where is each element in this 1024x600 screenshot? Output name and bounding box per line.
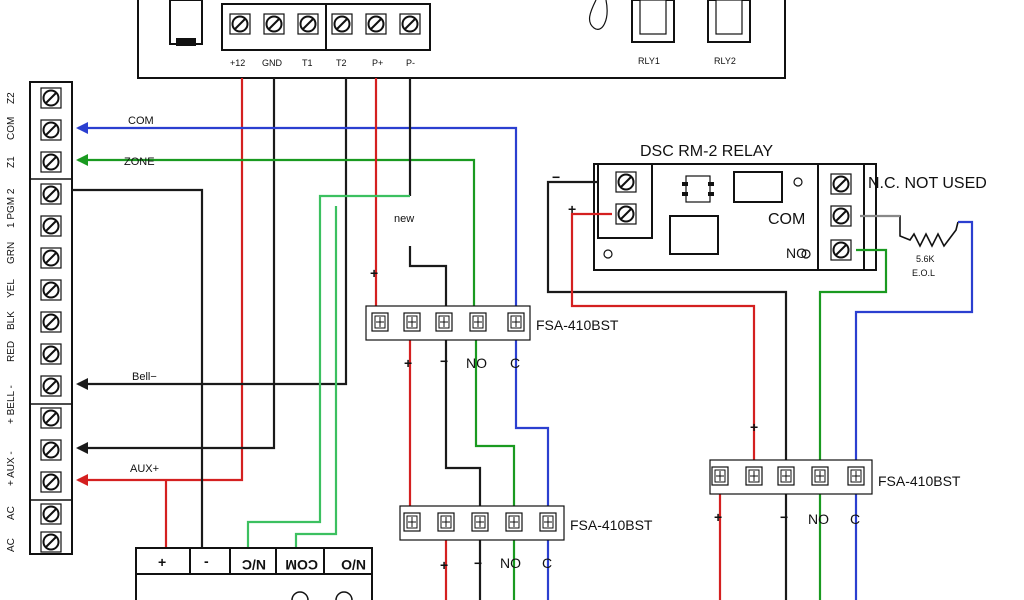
resistor-note: E.O.L xyxy=(912,268,935,278)
wire-label-zone: ZONE xyxy=(124,156,155,168)
terminal-yel-label: YEL xyxy=(6,279,17,298)
wire-label-new: new xyxy=(394,213,414,225)
detector-2-plus: + xyxy=(440,557,448,573)
terminal-label-t2: T2 xyxy=(336,58,347,68)
detector-2-name: FSA-410BST xyxy=(570,517,653,533)
resistor-value: 5.6K xyxy=(916,254,935,264)
wire-label-com: COM xyxy=(128,115,154,127)
bottom-plus-label: + xyxy=(158,554,166,570)
terminal-aux-label: + AUX - xyxy=(6,451,17,486)
terminal-label-t1: T1 xyxy=(302,58,313,68)
terminal-bell-label: + BELL - xyxy=(6,385,17,424)
terminal-label-p-plus: P+ xyxy=(372,58,383,68)
bottom-device: + - N/C COM N/O xyxy=(135,547,373,600)
detector-2: FSA-410BST + − NO C xyxy=(399,505,653,573)
wire-label-bell: Bell− xyxy=(132,371,157,383)
control-panel: +12 GND T1 T2 P+ P- RLY1 RLY2 xyxy=(137,0,786,79)
terminal-ac2-label: AC xyxy=(6,538,17,552)
rm2-nc-label: N.C. NOT USED xyxy=(868,175,987,192)
rm2-relay-module: DSC RM-2 RELAY N.C. NOT USED COM NO − + xyxy=(552,143,987,271)
bottom-com-label: COM xyxy=(285,557,318,573)
rm2-plus-label: + xyxy=(568,201,576,217)
detector-1: FSA-410BST + − NO C xyxy=(365,305,619,371)
bottom-no-label: N/O xyxy=(341,557,366,573)
detector-2-no: NO xyxy=(500,555,521,571)
detector-3-plus: + xyxy=(714,509,722,525)
detector-2-c: C xyxy=(542,555,552,571)
rm2-minus-label: − xyxy=(552,169,560,185)
terminal-z2-label: Z2 xyxy=(6,92,17,104)
eol-resistor: 5.6K E.O.L xyxy=(860,214,959,278)
detector-1-c: C xyxy=(510,355,520,371)
terminal-red-label: RED xyxy=(6,341,17,362)
wires xyxy=(72,78,974,600)
terminal-z1-label: Z1 xyxy=(6,156,17,168)
rm2-no-label: NO xyxy=(786,245,807,261)
terminal-grn-label: GRN xyxy=(6,242,17,264)
relay-2-label: RLY2 xyxy=(714,56,736,66)
terminal-label-p-minus: P- xyxy=(406,58,415,68)
detector-3-name: FSA-410BST xyxy=(878,473,961,489)
detector-1-plus: + xyxy=(404,355,412,371)
detector-1-name: FSA-410BST xyxy=(536,317,619,333)
terminal-label-12v: +12 xyxy=(230,58,245,68)
rm2-title: DSC RM-2 RELAY xyxy=(640,143,773,160)
terminal-ac1-label: AC xyxy=(6,506,17,520)
detector-1-input-plus: + xyxy=(370,265,378,281)
terminal-label-gnd: GND xyxy=(262,58,283,68)
detector-2-minus: − xyxy=(474,555,482,571)
bottom-minus-label: - xyxy=(204,553,209,569)
rm2-com-label: COM xyxy=(768,211,805,228)
terminal-com-label: COM xyxy=(6,117,17,140)
terminal-blk-label: BLK xyxy=(6,311,17,330)
wire-label-aux: AUX+ xyxy=(130,463,159,475)
detector-3-c: C xyxy=(850,511,860,527)
detector-3-no: NO xyxy=(808,511,829,527)
wire-aux-plus xyxy=(78,78,244,482)
left-terminal-block: Z2 COM Z1 1 PGM 2 GRN YEL BLK RED + BELL… xyxy=(6,81,73,555)
detector-1-minus: − xyxy=(440,353,448,369)
detector-3-minus: − xyxy=(780,509,788,525)
detector-1-no: NO xyxy=(466,355,487,371)
detector-3-input-plus: + xyxy=(750,419,758,435)
terminal-pgm-label: 1 PGM 2 xyxy=(6,188,17,228)
detector-3: FSA-410BST + − NO C + xyxy=(709,419,961,527)
bottom-nc-label: N/C xyxy=(242,557,266,573)
relay-1-label: RLY1 xyxy=(638,56,660,66)
